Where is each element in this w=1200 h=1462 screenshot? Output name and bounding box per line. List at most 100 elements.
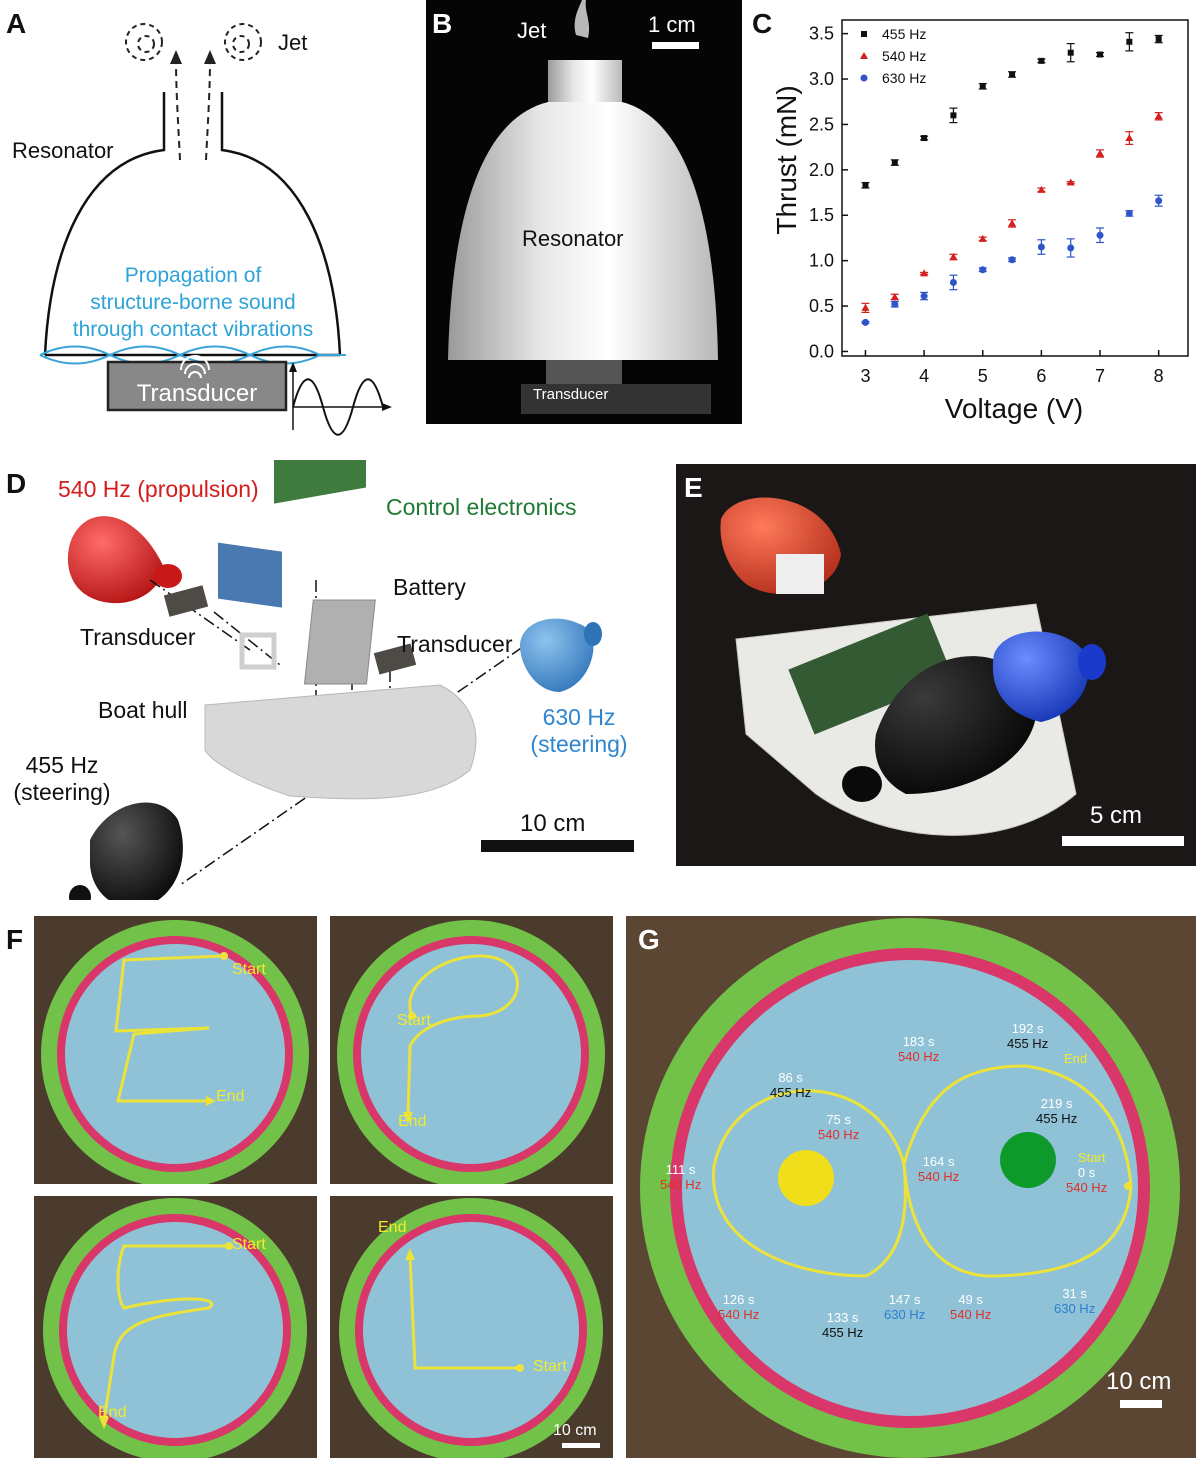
- pool-f1-drawing: [41, 920, 309, 1184]
- g-annotation-time: 49 s: [958, 1292, 983, 1307]
- data-point: [1125, 209, 1133, 217]
- blue-resonator: [519, 618, 594, 692]
- panel-label-f: F: [6, 924, 24, 955]
- scale-10cm-label-f: 10 cm: [553, 1422, 597, 1439]
- scale-bar-5cm: [1062, 836, 1184, 846]
- data-point: [1155, 36, 1162, 43]
- g-annotation-time: 111 s: [665, 1162, 696, 1177]
- data-point: [861, 318, 869, 326]
- photo-transducer-label: Transducer: [533, 386, 609, 403]
- data-point: [920, 269, 929, 277]
- scale-bar-10cm-d: [481, 840, 634, 852]
- sine-signal-icon: [289, 362, 392, 436]
- g-annotation-time: 183 s: [902, 1034, 935, 1049]
- g-start-label: Start: [1078, 1150, 1106, 1165]
- x-axis-label: Voltage (V): [945, 393, 1084, 424]
- panel-label-a: A: [6, 8, 27, 39]
- transducer-block-right: [373, 643, 417, 675]
- y-tick-label: 0.0: [809, 341, 834, 361]
- pool-photo-g: [626, 916, 1196, 1458]
- pool-g-drawing: [640, 918, 1180, 1458]
- jet-vortex-left: [125, 23, 163, 61]
- transducer-box: [106, 360, 288, 412]
- control-electronics-label: Control electronics: [386, 494, 577, 520]
- y-tick-label: 3.0: [809, 69, 834, 89]
- g-annotation-frequency: 455 Hz: [822, 1325, 864, 1340]
- data-point: [891, 159, 898, 166]
- panel-label-b: B: [432, 8, 453, 39]
- y-axis-label: Thrust (mN): [771, 85, 802, 234]
- g-annotation-frequency: 630 Hz: [1054, 1301, 1096, 1316]
- data-point: [861, 303, 870, 311]
- scale-bar-10cm-f: [562, 1443, 600, 1448]
- panel-label-c: C: [752, 8, 773, 39]
- data-point: [1126, 38, 1133, 45]
- data-point: [1155, 197, 1163, 205]
- y-tick-label: 1.5: [809, 205, 834, 225]
- panel-label-e: E: [684, 472, 703, 503]
- f3-end-label: End: [98, 1404, 127, 1421]
- data-point: [979, 83, 986, 90]
- scale-5cm-label: 5 cm: [1090, 802, 1143, 829]
- f4-end-label: End: [378, 1219, 407, 1236]
- steering-630-label: 630 Hz (steering): [522, 704, 636, 758]
- data-point: [862, 182, 869, 189]
- f1-end-label: End: [216, 1088, 245, 1105]
- g-annotation-time: 133 s: [826, 1310, 859, 1325]
- data-point: [979, 266, 987, 274]
- propagation-line-3: through contact vibrations: [72, 318, 314, 341]
- x-tick-label: 8: [1154, 366, 1164, 386]
- g-annotation-time: 147 s: [888, 1292, 921, 1307]
- legend-marker: [860, 74, 868, 82]
- jet-label: Jet: [278, 30, 308, 55]
- g-annotation-frequency: 455 Hz: [1036, 1111, 1078, 1126]
- boat-photo-drawing: [720, 497, 1106, 836]
- panel-label-g: G: [638, 924, 660, 955]
- resonator-schematic: [39, 23, 392, 436]
- g-annotation-frequency: 540 Hz: [918, 1169, 960, 1184]
- pool-photo-f4: [330, 1196, 613, 1458]
- data-point: [1067, 244, 1075, 252]
- g-annotation-time: 219 s: [1040, 1096, 1073, 1111]
- propulsion-label: 540 Hz (propulsion): [58, 476, 259, 502]
- pool-photo-f1: [34, 916, 317, 1184]
- resonator-photo: [426, 0, 742, 424]
- transducer-label: Transducer: [136, 380, 258, 407]
- f2-start-label: Start: [397, 1012, 431, 1029]
- data-point: [1067, 49, 1074, 56]
- g-annotation-frequency: 455 Hz: [770, 1085, 812, 1100]
- data-point: [921, 135, 928, 142]
- panel-label-d: D: [6, 468, 27, 499]
- transducer-block-left: [163, 585, 209, 617]
- y-tick-label: 3.5: [809, 24, 834, 44]
- vibration-wave-lower: [39, 345, 346, 365]
- data-point: [890, 292, 899, 300]
- pool-photo-f3: [34, 1196, 317, 1458]
- black-resonator: [90, 802, 183, 900]
- steering-630-freq: 630 Hz: [542, 704, 616, 730]
- data-point: [1037, 243, 1045, 251]
- y-tick-label: 2.0: [809, 160, 834, 180]
- g-annotation-frequency: 630 Hz: [884, 1307, 926, 1322]
- scale-1cm-label: 1 cm: [648, 12, 696, 37]
- battery-pack: [303, 599, 376, 685]
- data-point: [1097, 51, 1104, 58]
- data-point: [1066, 178, 1075, 186]
- data-point: [950, 112, 957, 119]
- resonator-outline-right: [220, 92, 342, 356]
- data-point: [1009, 71, 1016, 78]
- g-annotation-frequency: 455 Hz: [1007, 1036, 1049, 1051]
- data-point: [1125, 134, 1134, 142]
- pool-f2-drawing: [337, 920, 605, 1184]
- legend-marker: [861, 31, 867, 37]
- data-point: [1096, 231, 1104, 239]
